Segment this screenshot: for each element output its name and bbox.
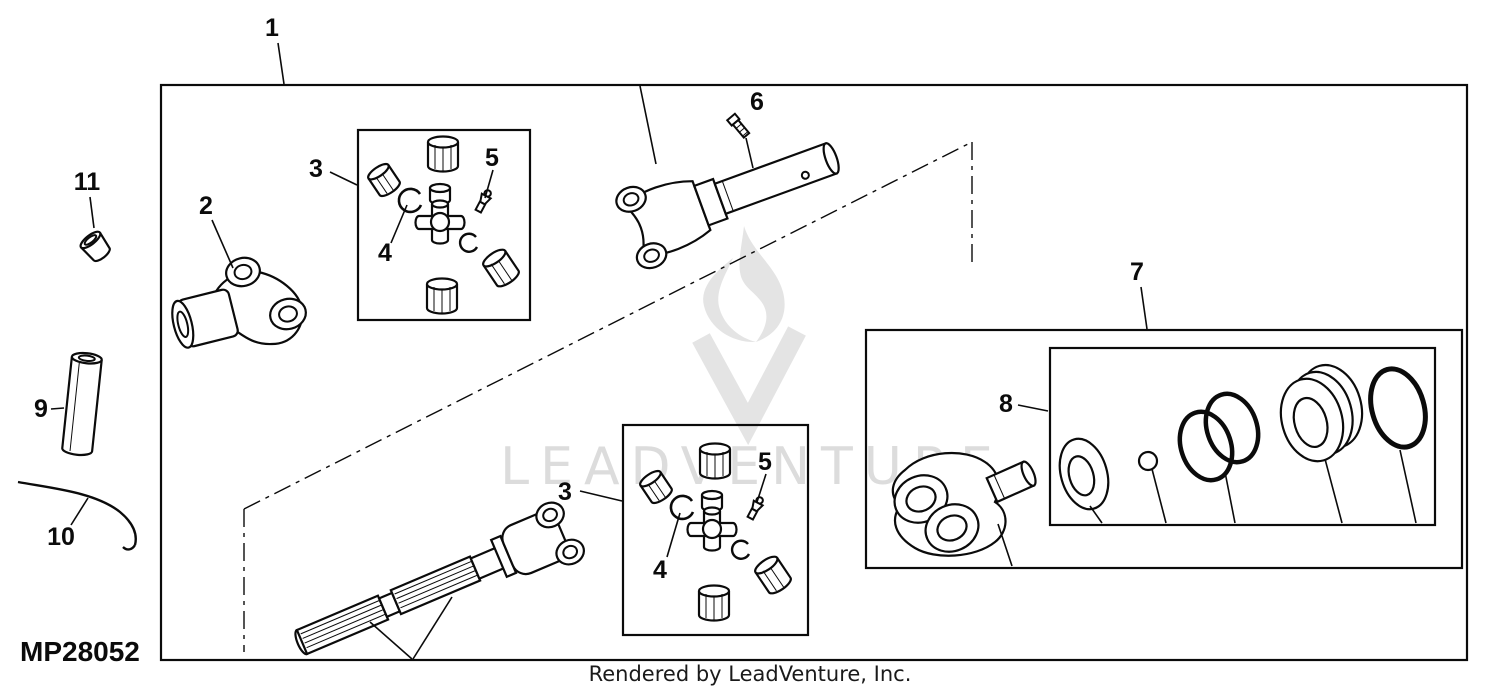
leader-o-ring	[1399, 449, 1417, 524]
part-10-wire	[17, 480, 137, 551]
leader-bushing	[1324, 458, 1343, 524]
callout-9-label: 9	[34, 395, 48, 423]
ball-bearing	[1137, 450, 1159, 472]
part-9-pin	[61, 351, 103, 457]
snap-ring-pair	[1177, 391, 1261, 483]
callout-11-label: 11	[74, 168, 101, 196]
u-joint-kit-box-top	[356, 128, 532, 322]
yoke-ear-lower-icon	[555, 538, 585, 566]
main-assembly-border	[159, 83, 1469, 662]
callout-10: 10	[47, 497, 89, 551]
callout-5-bottom: 5	[756, 448, 772, 503]
v-watermark-icon	[692, 326, 806, 446]
callout-8-label: 8	[999, 390, 1013, 418]
callout-9: 9	[34, 395, 65, 423]
yoke-ear-upper-icon	[225, 256, 261, 288]
callout-3-bottom: 3	[558, 478, 623, 506]
flame-watermark-icon	[739, 226, 785, 342]
drawing-code: MP28052	[20, 636, 140, 667]
callout-8: 8	[999, 390, 1049, 418]
callout-10-label: 10	[47, 523, 75, 551]
callout-5-top-label: 5	[485, 144, 499, 172]
callout-3-top-label: 3	[309, 155, 323, 183]
kit-box-border	[621, 423, 810, 637]
lube-hole-icon	[800, 170, 810, 180]
leader-top-yoke	[639, 85, 657, 165]
o-ring	[1368, 366, 1428, 450]
callouts: 1 2 3 4 5 6 7 8	[34, 14, 1148, 584]
group-7-border	[864, 328, 1464, 570]
kit-8-border	[1048, 346, 1437, 527]
part-2-front-yoke	[171, 256, 307, 349]
cv-double-yoke	[891, 451, 1037, 567]
callout-7: 7	[1130, 258, 1148, 330]
callout-3-bottom-label: 3	[558, 478, 572, 506]
callout-4-bottom-label: 4	[653, 556, 667, 584]
yoke-ear-upper-icon	[535, 501, 565, 529]
kit-box-border	[356, 128, 532, 322]
flame-watermark-icon	[703, 258, 756, 343]
callout-1: 1	[265, 14, 285, 85]
callout-7-label: 7	[1130, 258, 1144, 286]
splined-shaft-yoke	[294, 501, 585, 656]
ribbed-bushing	[1279, 363, 1364, 463]
callout-1-label: 1	[265, 14, 279, 42]
yoke-ear-upper-icon	[615, 185, 647, 213]
footer-credit: Rendered by LeadVenture, Inc.	[589, 662, 912, 686]
leader-spline-a	[369, 621, 413, 660]
cv-joint-group-box	[864, 328, 1464, 570]
callout-4-top: 4	[378, 204, 408, 267]
callout-5-bottom-label: 5	[758, 448, 772, 476]
yoke-ear-lower-icon	[635, 242, 668, 270]
leader-cv-yoke	[997, 523, 1013, 567]
leader-ball	[1151, 468, 1167, 524]
yoke-ear-lower-icon	[269, 297, 307, 331]
callout-4-top-label: 4	[378, 239, 392, 267]
callout-3-top: 3	[309, 155, 358, 186]
callout-11: 11	[74, 168, 101, 229]
leader-washer	[1089, 505, 1103, 524]
u-joint-kit-box-bottom	[621, 423, 810, 637]
part-6-plug-bolt	[725, 112, 751, 140]
callout-2: 2	[199, 192, 234, 269]
assembly-centerlines	[243, 141, 973, 652]
seal-washer	[1058, 437, 1110, 511]
callout-6-label: 6	[750, 88, 764, 116]
callout-2-label: 2	[199, 192, 213, 220]
seal-kit-box	[1048, 346, 1437, 527]
leader-spline-b	[412, 596, 453, 660]
callout-6: 6	[745, 88, 764, 169]
callout-5-top: 5	[484, 144, 499, 199]
callout-4-bottom: 4	[653, 512, 681, 584]
leader-snap-rings	[1224, 471, 1236, 524]
slip-yoke-tube	[615, 141, 840, 270]
part-11-cap	[79, 230, 111, 263]
